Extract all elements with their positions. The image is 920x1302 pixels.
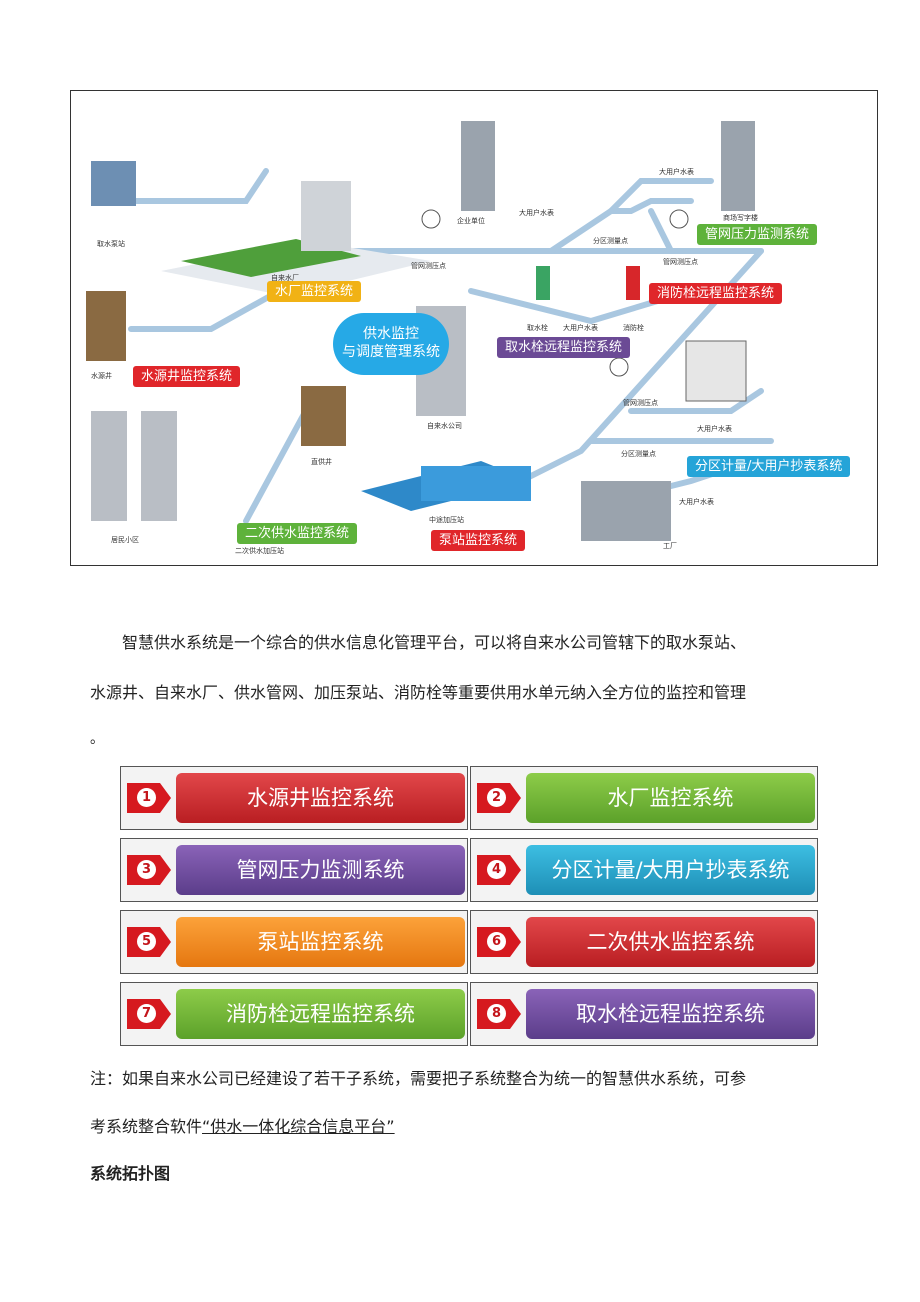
system-card-2: 2 水厂监控系统	[470, 766, 818, 830]
system-label: 水源井监控系统	[176, 773, 465, 823]
tag-secondary-supply: 二次供水监控系统	[237, 523, 358, 544]
note-prefix: 考系统整合软件	[90, 1117, 203, 1136]
system-card-5: 5 泵站监控系统	[120, 910, 468, 974]
label-commercial: 商场写字楼	[723, 214, 758, 222]
intro-line1: 智慧供水系统是一个综合的供水信息化管理平台，可以将自来水公司管辖下的取水泵站、	[122, 633, 747, 652]
cloud-line2: 与调度管理系统	[342, 344, 440, 360]
system-label: 分区计量/大用户抄表系统	[526, 845, 815, 895]
system-label: 管网压力监测系统	[176, 845, 465, 895]
system-label: 水厂监控系统	[526, 773, 815, 823]
system-card-7: 7 消防栓远程监控系统	[120, 982, 468, 1046]
number-badge: 5	[127, 927, 171, 957]
dispatch-cloud: 供水监控 与调度管理系统	[333, 313, 449, 375]
tag-hydrant: 消防栓远程监控系统	[649, 283, 783, 304]
label-intake-valve: 取水栓	[527, 324, 548, 332]
label-company: 自来水公司	[427, 422, 462, 430]
label-big-meter3: 大用户水表	[563, 324, 598, 332]
label-hydrant-small: 消防栓	[623, 324, 644, 332]
system-diagram: 供水监控 与调度管理系统 水厂监控系统 水源井监控系统 管网压力监测系统 消防栓…	[70, 90, 878, 566]
label-direct-well: 直供井	[311, 458, 332, 466]
system-label: 泵站监控系统	[176, 917, 465, 967]
system-card-8: 8 取水栓远程监控系统	[470, 982, 818, 1046]
label-big-meter5: 大用户水表	[679, 498, 714, 506]
tag-water-plant: 水厂监控系统	[267, 281, 362, 302]
label-booster: 中途加压站	[429, 516, 464, 524]
label-pressure-point2: 管网测压点	[663, 258, 698, 266]
note-line1: 注：如果自来水公司已经建设了若干子系统，需要把子系统整合为统一的智慧供水系统，可…	[90, 1069, 747, 1088]
tag-source-well: 水源井监控系统	[133, 366, 241, 387]
cloud-line1: 供水监控	[363, 326, 419, 342]
label-secondary-station: 二次供水加压站	[235, 547, 284, 555]
label-big-meter1: 大用户水表	[519, 209, 554, 217]
label-big-meter2: 大用户水表	[659, 168, 694, 176]
label-intake-pump: 取水泵站	[97, 240, 125, 248]
label-zone-point1: 分区测量点	[593, 237, 628, 245]
label-big-meter4: 大用户水表	[697, 425, 732, 433]
label-community: 居民小区	[111, 536, 139, 544]
note-line2: 考系统整合软件“供水一体化综合信息平台”	[90, 1102, 854, 1152]
label-pressure-point3: 管网测压点	[623, 399, 658, 407]
number-badge: 3	[127, 855, 171, 885]
section-heading: 系统拓扑图	[90, 1164, 171, 1183]
system-card-3: 3 管网压力监测系统	[120, 838, 468, 902]
tag-intake-hydrant: 取水栓远程监控系统	[497, 337, 631, 358]
pipe-network	[86, 121, 774, 541]
label-well: 水源井	[91, 372, 112, 380]
system-label: 消防栓远程监控系统	[176, 989, 465, 1039]
number-badge: 8	[477, 999, 521, 1029]
system-label: 二次供水监控系统	[526, 917, 815, 967]
number-badge: 2	[477, 783, 521, 813]
label-factory: 工厂	[663, 542, 677, 550]
label-pressure-point1: 管网测压点	[411, 262, 446, 270]
tag-pump-station: 泵站监控系统	[431, 530, 526, 551]
number-badge: 6	[477, 927, 521, 957]
label-plant: 自来水厂	[271, 274, 299, 282]
intro-line3: 。	[90, 731, 104, 747]
number-badge: 1	[127, 783, 171, 813]
number-badge: 4	[477, 855, 521, 885]
intro-line2: 水源井、自来水厂、供水管网、加压泵站、消防栓等重要供用水单元纳入全方位的监控和管…	[90, 683, 747, 702]
tag-pipe-pressure: 管网压力监测系统	[697, 224, 818, 245]
platform-link[interactable]: “供水一体化综合信息平台”	[202, 1117, 395, 1136]
label-zone-point2: 分区测量点	[621, 450, 656, 458]
number-badge: 7	[127, 999, 171, 1029]
system-card-1: 1 水源井监控系统	[120, 766, 468, 830]
system-card-4: 4 分区计量/大用户抄表系统	[470, 838, 818, 902]
tag-zone-metering: 分区计量/大用户抄表系统	[687, 456, 851, 477]
system-label: 取水栓远程监控系统	[526, 989, 815, 1039]
system-card-6: 6 二次供水监控系统	[470, 910, 818, 974]
label-enterprise: 企业单位	[457, 217, 485, 225]
